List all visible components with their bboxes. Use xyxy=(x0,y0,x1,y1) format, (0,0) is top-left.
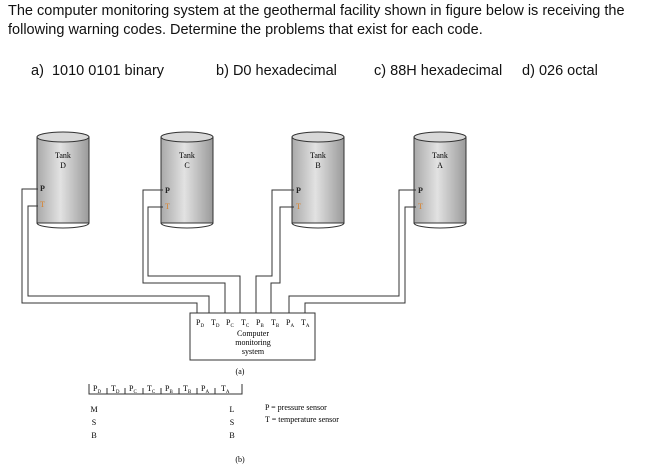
input-pc: PC xyxy=(226,318,234,329)
lsb-b: B xyxy=(229,431,234,440)
part-c: c) 88H hexadecimal xyxy=(374,63,503,79)
tank-d-pressure-label: P xyxy=(40,184,45,193)
lsb-s: S xyxy=(230,418,234,427)
caption-a: (a) xyxy=(236,367,245,376)
input-pd: PD xyxy=(196,318,204,329)
input-pa: PA xyxy=(286,318,294,329)
tank-c: Tank C xyxy=(160,131,214,229)
tank-a-temp-label: T xyxy=(418,202,423,211)
tank-d-word: Tank xyxy=(55,151,71,160)
input-tb: TB xyxy=(271,318,280,329)
tank-a-letter: A xyxy=(437,161,443,170)
tank-c-pressure-label: P xyxy=(165,186,170,195)
bit-order-figure xyxy=(88,384,243,395)
input-pb: PB xyxy=(256,318,264,329)
tank-d-letter: D xyxy=(60,161,66,170)
tank-c-word: Tank xyxy=(179,151,195,160)
tank-d-temp-label: T xyxy=(40,200,45,209)
part-b: b) D0 hexadecimal xyxy=(216,63,337,79)
tank-b: Tank B xyxy=(291,131,345,229)
tank-b-word: Tank xyxy=(310,151,326,160)
tank-c-letter: C xyxy=(184,161,189,170)
input-ta: TA xyxy=(301,318,310,329)
msb-b: B xyxy=(91,431,96,440)
legend-pressure: P = pressure sensor xyxy=(265,403,327,412)
tank-b-letter: B xyxy=(315,161,320,170)
msb-m: M xyxy=(90,405,97,414)
tank-c-temp-label: T xyxy=(165,202,170,211)
lsb-l: L xyxy=(230,405,235,414)
sensor-wiring xyxy=(21,188,416,313)
part-a: a) 1010 0101 binary xyxy=(31,63,165,79)
bit-tc: TC xyxy=(147,384,156,395)
tank-b-temp-label: T xyxy=(296,202,301,211)
problem-statement: The computer monitoring system at the ge… xyxy=(8,3,625,38)
caption-b: (b) xyxy=(235,455,245,464)
tank-a: Tank A xyxy=(413,131,467,229)
computer-line2: monitoring xyxy=(235,338,271,347)
tank-b-pressure-label: P xyxy=(296,186,301,195)
bit-pc: PC xyxy=(129,384,137,395)
msb-s: S xyxy=(92,418,96,427)
bit-pa: PA xyxy=(201,384,209,395)
legend-temperature: T = temperature sensor xyxy=(265,415,339,424)
input-tc: TC xyxy=(241,318,250,329)
part-d: d) 026 octal xyxy=(522,63,598,79)
bit-pd: PD xyxy=(93,384,101,395)
tank-d: Tank D xyxy=(36,131,90,229)
computer-monitoring-system: PD TD PC TC PB TB PA TA Computer monitor… xyxy=(189,312,316,361)
computer-line1: Computer xyxy=(237,329,269,338)
bit-tb: TB xyxy=(183,384,192,395)
question-parts: a) 1010 0101 binary b) D0 hexadecimal c)… xyxy=(0,63,648,83)
tank-a-word: Tank xyxy=(432,151,448,160)
computer-line3: system xyxy=(242,347,265,356)
bit-ta: TA xyxy=(221,384,230,395)
bit-td: TD xyxy=(111,384,120,395)
bit-pb: PB xyxy=(165,384,173,395)
input-td: TD xyxy=(211,318,220,329)
tank-a-pressure-label: P xyxy=(418,186,423,195)
